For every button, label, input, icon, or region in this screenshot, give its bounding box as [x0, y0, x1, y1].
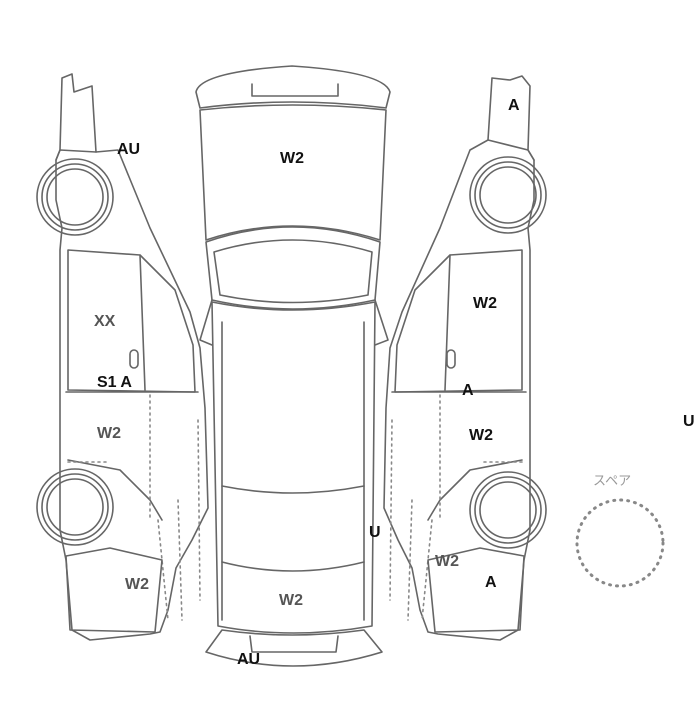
left-side-body-outline: [55, 73, 209, 641]
label-rear-bumper: AU: [237, 651, 261, 668]
right-rear-wheel-outer: [469, 471, 547, 549]
top-mirror-left: [199, 299, 213, 346]
label-right-rocker: A: [462, 382, 474, 399]
label-roof-front: W2: [280, 150, 304, 167]
label-right-front-door: W2: [473, 295, 497, 312]
top-trunk-line: [221, 561, 365, 572]
top-mirror-right: [374, 299, 389, 346]
left-front-wheel-inner: [46, 168, 104, 226]
label-left-front-door: XX: [94, 313, 116, 330]
label-left-rear-door: W2: [97, 425, 121, 442]
right-side-sill: [427, 459, 523, 521]
top-hood: [199, 104, 387, 241]
right-side-body-outline: [383, 75, 535, 641]
spare-tire-label: スペア: [593, 474, 632, 489]
top-rear-bumper: [205, 629, 383, 667]
label-right-rear-pillar: U: [369, 524, 381, 541]
label-left-rear-fender: W2: [125, 576, 149, 593]
right-front-wheel-mid: [474, 161, 542, 229]
right-window-outline: [394, 249, 523, 393]
left-rear-trim-dots: [67, 394, 201, 621]
top-rear-window-line: [221, 485, 365, 494]
label-rear-deck: W2: [279, 592, 303, 609]
right-rear-wheel-mid: [474, 476, 542, 544]
left-front-wheel-mid: [41, 163, 109, 231]
top-view: [195, 65, 391, 667]
right-front-wheel-inner: [479, 166, 537, 224]
label-right-front-fender: A: [508, 97, 520, 114]
top-windshield: [205, 226, 381, 310]
left-rear-wheel-mid: [41, 473, 109, 541]
label-right-rear-fender: W2: [435, 553, 459, 570]
left-front-bumper-line: [55, 149, 97, 161]
left-rear-wheel-inner: [46, 478, 104, 536]
top-front-bumper: [195, 65, 391, 109]
right-side-view: [383, 75, 547, 641]
spare-tire-circle: [575, 498, 665, 588]
top-cabin: [211, 301, 376, 634]
right-front-wheel-outer: [469, 156, 547, 234]
top-windshield-inner: [213, 239, 373, 304]
label-right-rear-door: W2: [469, 427, 493, 444]
left-window-outline: [67, 249, 196, 393]
top-bumper-grille: [251, 83, 339, 97]
left-a-pillar: [139, 254, 146, 391]
left-rear-quarter: [65, 547, 163, 633]
right-a-pillar: [444, 254, 451, 391]
top-rear-bumper-inner: [249, 635, 339, 653]
right-rear-wheel-inner: [479, 481, 537, 539]
right-front-bumper-line: [487, 139, 535, 161]
left-door-handle: [129, 349, 139, 369]
right-rear-trim-dots: [389, 394, 523, 621]
left-side-sill: [67, 459, 163, 521]
right-door-handle: [446, 349, 456, 369]
left-side-view: [36, 73, 209, 641]
label-left-front-fender: AU: [117, 141, 141, 158]
label-right-rear-quarter: A: [485, 574, 497, 591]
right-rear-quarter: [427, 547, 525, 633]
left-front-wheel-outer: [36, 158, 114, 236]
label-left-rocker: S1 A: [97, 374, 132, 391]
left-rear-wheel-outer: [36, 468, 114, 546]
label-edge-mark: U: [683, 413, 695, 430]
